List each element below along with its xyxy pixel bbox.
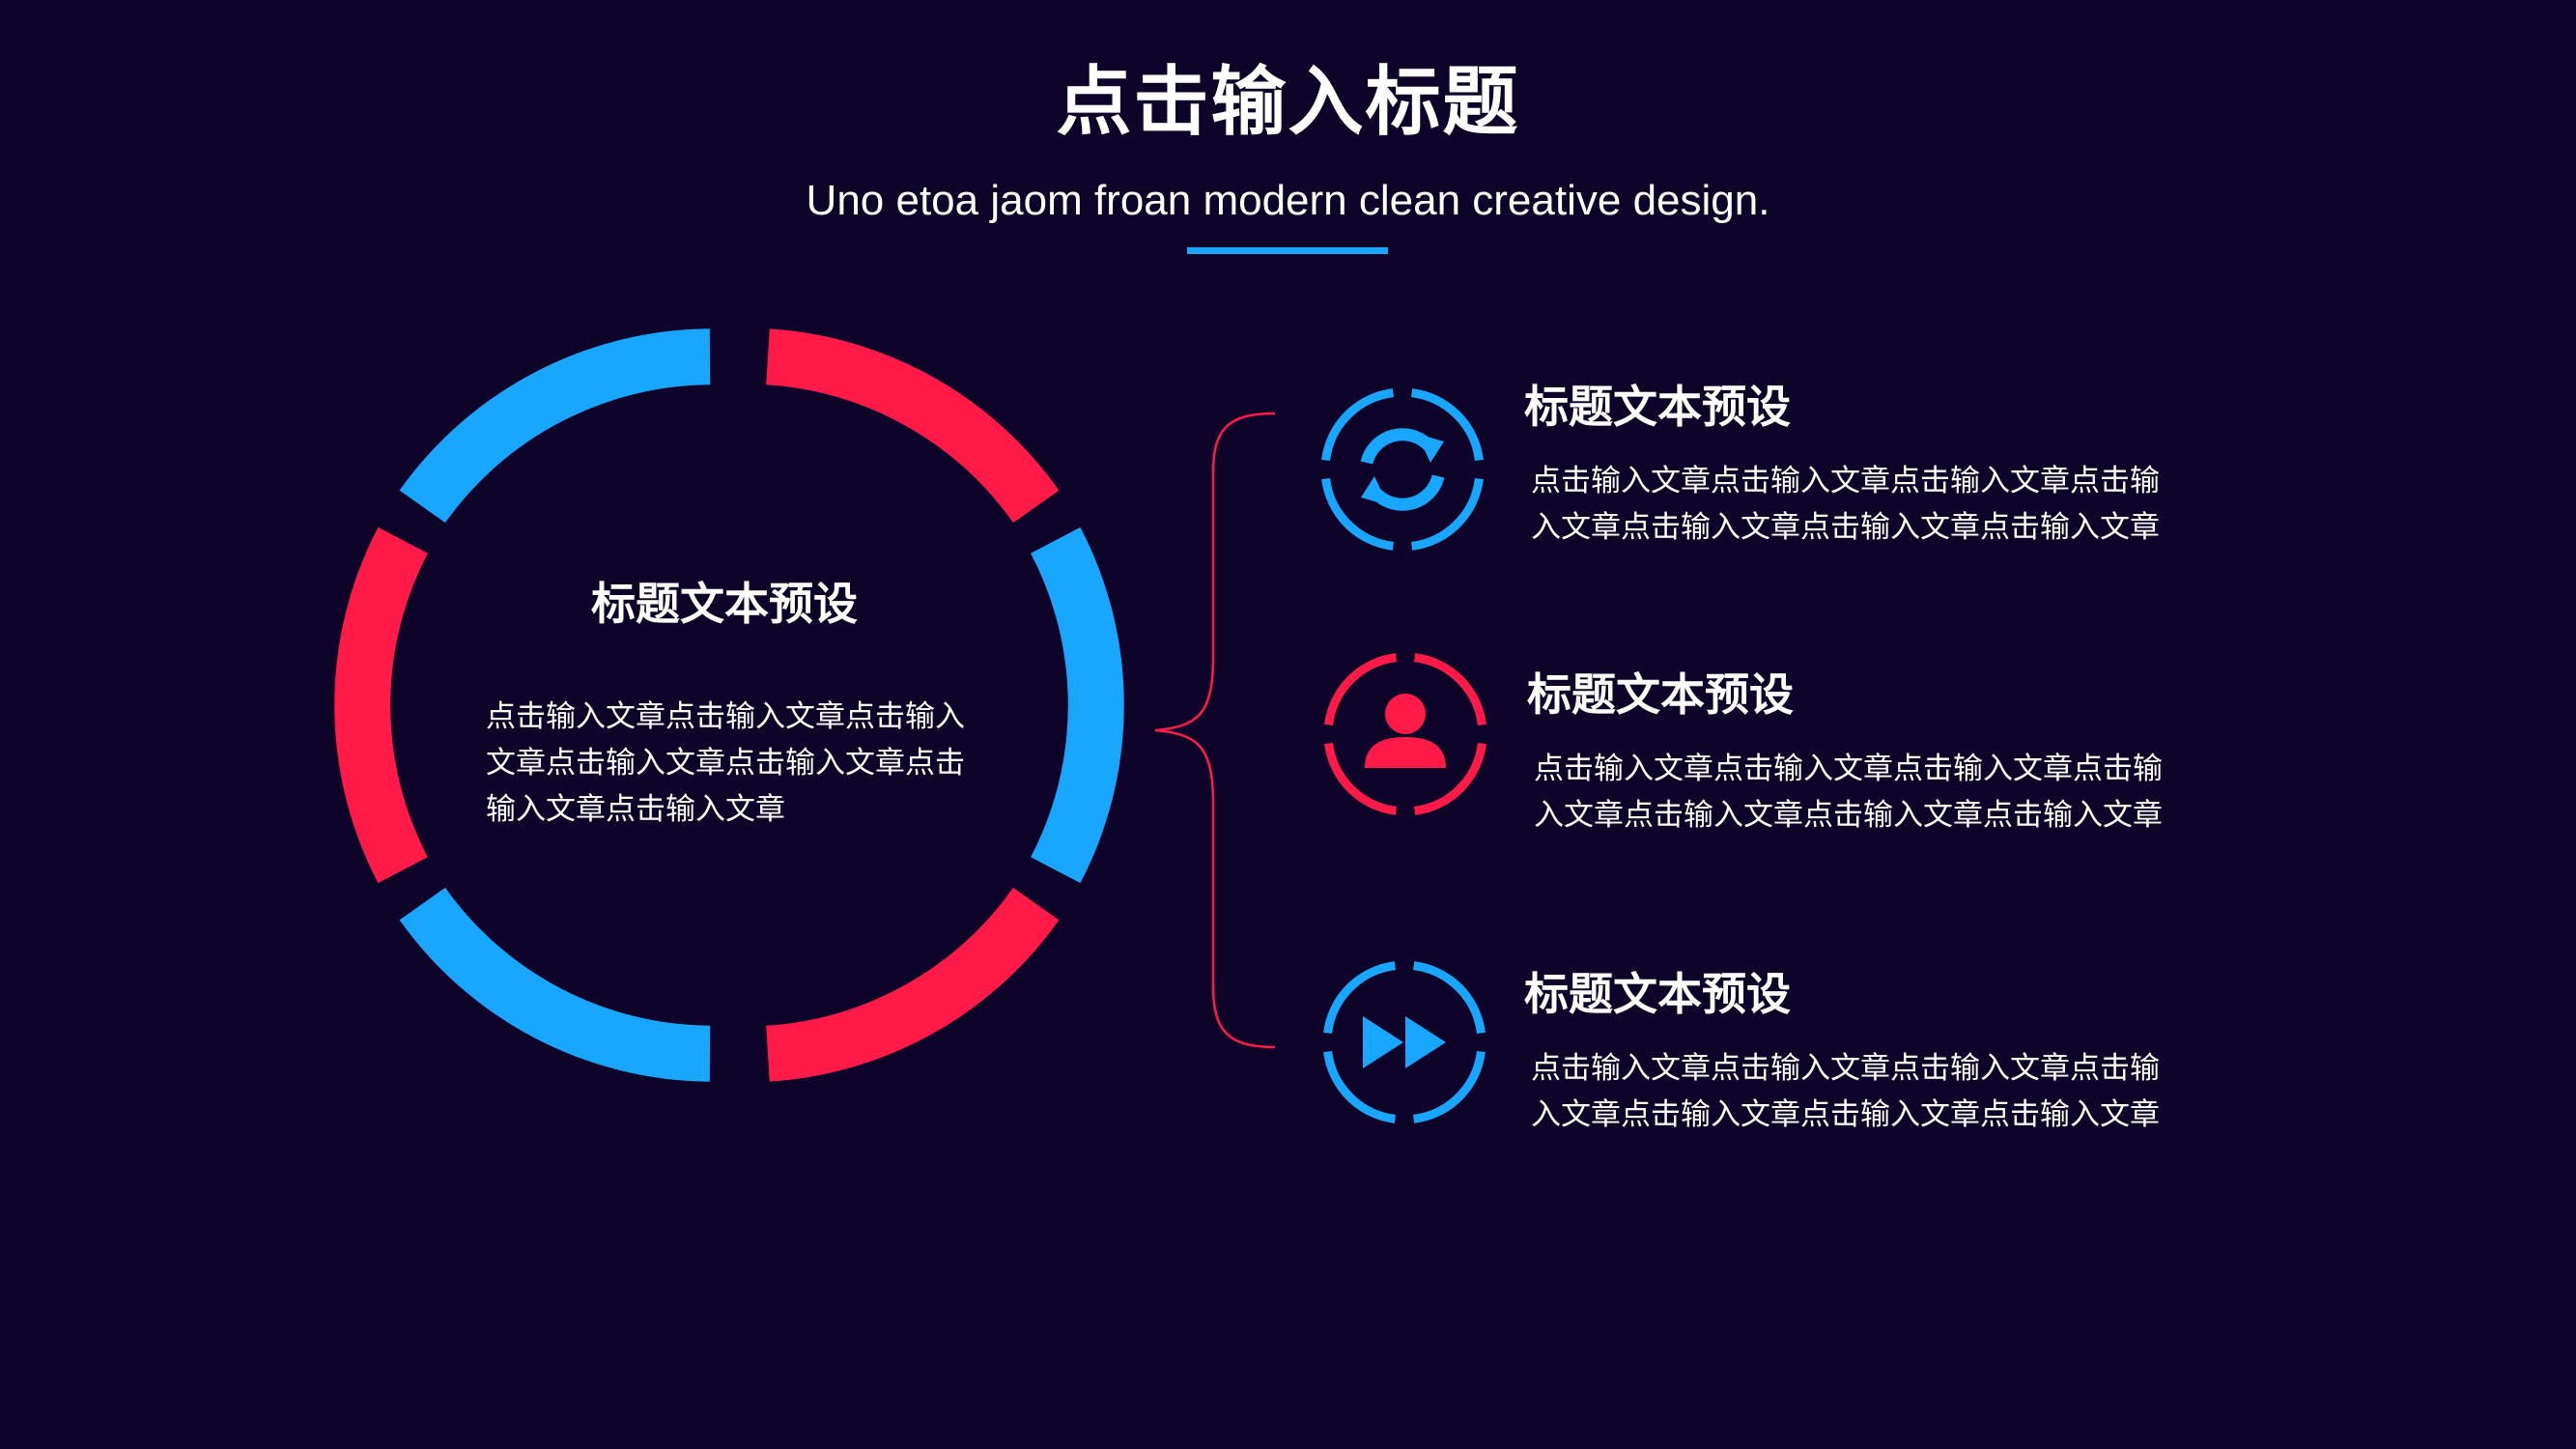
page-subtitle[interactable]: Uno etoa jaom froan modern clean creativ… — [806, 177, 1770, 224]
ring-segment-top-right — [765, 328, 1060, 524]
ring-segment-right — [1030, 526, 1124, 884]
ring-segment-bottom-left — [399, 887, 711, 1082]
user-icon — [1324, 653, 1486, 815]
item-2-text[interactable]: 点击输入文章点击输入文章点击输入文章点击输入文章点击输入文章点击输入文章点击输入… — [1534, 752, 2163, 833]
item-3-title[interactable]: 标题文本预设 — [1524, 968, 1791, 1020]
ring-segment-top-left — [399, 328, 711, 524]
refresh-icon — [1321, 388, 1484, 551]
title-underline — [1187, 247, 1388, 254]
item-3-text[interactable]: 点击输入文章点击输入文章点击输入文章点击输入文章点击输入文章点击输入文章点击输入… — [1531, 1051, 2160, 1132]
page-title[interactable]: 点击输入标题 — [1056, 59, 1520, 146]
fast-forward-icon — [1323, 961, 1486, 1123]
item-2-title[interactable]: 标题文本预设 — [1527, 668, 1794, 721]
ring-segment-bottom-right — [765, 887, 1060, 1082]
ring-segment-left — [334, 526, 429, 884]
connector-bracket — [1154, 412, 1276, 1049]
item-1-title[interactable]: 标题文本预设 — [1524, 381, 1791, 433]
center-title[interactable]: 标题文本预设 — [591, 578, 858, 630]
center-text[interactable]: 点击输入文章点击输入文章点击输入文章点击输入文章点击输入文章点击输入文章点击输入… — [486, 699, 965, 827]
item-1-text[interactable]: 点击输入文章点击输入文章点击输入文章点击输入文章点击输入文章点击输入文章点击输入… — [1531, 464, 2160, 545]
